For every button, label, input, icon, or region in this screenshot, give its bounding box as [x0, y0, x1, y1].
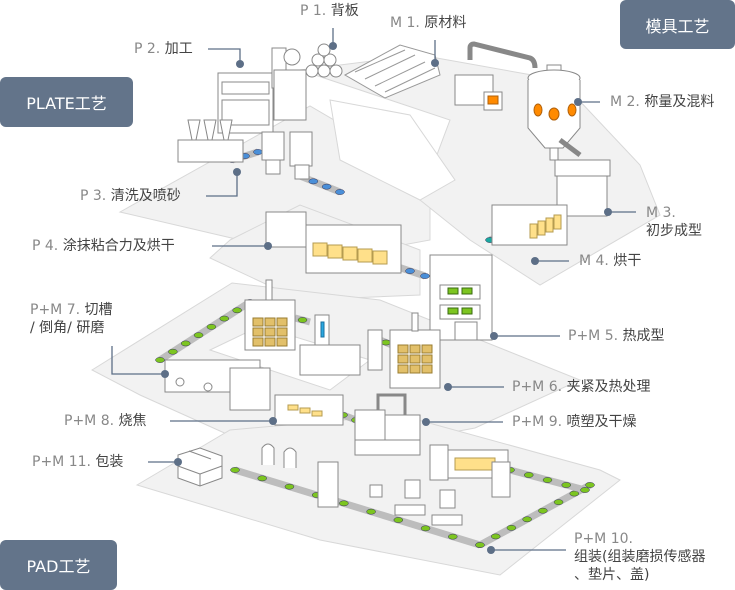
heat-treatment-oven: [389, 312, 441, 389]
raw-material-pile: [343, 44, 441, 99]
product-part: [522, 516, 532, 523]
callout-dots: [161, 42, 612, 554]
packaging-boxes: [177, 447, 223, 487]
product-part: [381, 339, 391, 346]
product-part: [297, 317, 308, 323]
grinding-oven: [164, 279, 383, 411]
step-label-m1: M 1. 原材料: [390, 15, 467, 31]
product-part: [219, 315, 230, 322]
product-part: [339, 500, 349, 507]
step-label-pm6: P+M 6. 夹紧及热处理: [512, 379, 651, 395]
rolls-icon: [305, 43, 343, 78]
step-label-p3: P 3. 清洗及喷砂: [80, 188, 181, 204]
product-part: [475, 542, 485, 548]
product-part: [506, 525, 517, 531]
product-part: [193, 332, 204, 338]
coating-dryer-machine: [265, 211, 402, 274]
machines: [164, 41, 611, 526]
step-label-p1: P 1. 背板: [300, 3, 359, 19]
step-label-p4: P 4. 涂抹粘合力及烘干: [32, 238, 175, 254]
product-part: [448, 533, 458, 540]
product-part: [585, 482, 595, 488]
product-part: [257, 475, 267, 482]
product-part: [366, 508, 376, 515]
product-part: [580, 487, 590, 493]
step-label-pm11: P+M 11. 包装: [32, 454, 124, 470]
step-label-m3: M 3.初步成型: [646, 205, 702, 239]
product-part: [420, 273, 430, 279]
step-label-m4: M 4. 烘干: [579, 253, 642, 269]
product-part: [321, 183, 332, 190]
product-part: [393, 517, 404, 523]
mold-dryer: [491, 204, 568, 246]
step-label-pm5: P+M 5. 热成型: [568, 328, 665, 344]
product-part: [335, 189, 345, 195]
product-part: [490, 533, 501, 540]
product-part: [308, 178, 319, 185]
step-label-pm10: P+M 10.组装(组装磨损传感器、垫片、盖): [574, 531, 706, 583]
product-part: [253, 149, 263, 155]
product-part: [542, 477, 553, 483]
pad-process-badge: PAD工艺: [0, 540, 117, 590]
product-part: [561, 482, 571, 488]
step-label-p2: P 2. 加工: [134, 41, 193, 57]
product-part: [230, 467, 240, 473]
spray-booth: [354, 393, 511, 498]
cleaning-machine: [177, 119, 313, 180]
mold-process-badge: 模具工艺: [620, 0, 735, 49]
product-part: [420, 525, 431, 532]
assembly-robots: [261, 443, 463, 526]
product-part: [569, 490, 580, 497]
step-label-pm9: P+M 9. 喷塑及干燥: [512, 414, 637, 430]
step-label-pm7: P+M 7. 切槽/ 倒角/ 研磨: [30, 302, 113, 336]
product-part: [206, 324, 217, 330]
product-part: [538, 507, 548, 514]
product-part: [180, 340, 191, 347]
callout-lines: [111, 28, 636, 551]
plate-process-badge: PLATE工艺: [0, 77, 133, 127]
product-part: [155, 357, 165, 363]
mixer-silo: [527, 64, 582, 161]
product-part: [168, 348, 178, 355]
product-part: [524, 472, 534, 478]
feeder-machine: [454, 41, 538, 111]
product-part: [284, 483, 295, 490]
product-part: [405, 268, 415, 274]
step-label-pm8: P+M 8. 烧焦: [64, 413, 147, 429]
product-part: [232, 307, 242, 314]
thermoforming-tower: [429, 254, 493, 341]
product-part: [553, 499, 564, 505]
conveyor-belt: [233, 466, 482, 549]
step-label-m2: M 2. 称量及混料: [610, 94, 715, 110]
burning-machine: [274, 394, 344, 426]
